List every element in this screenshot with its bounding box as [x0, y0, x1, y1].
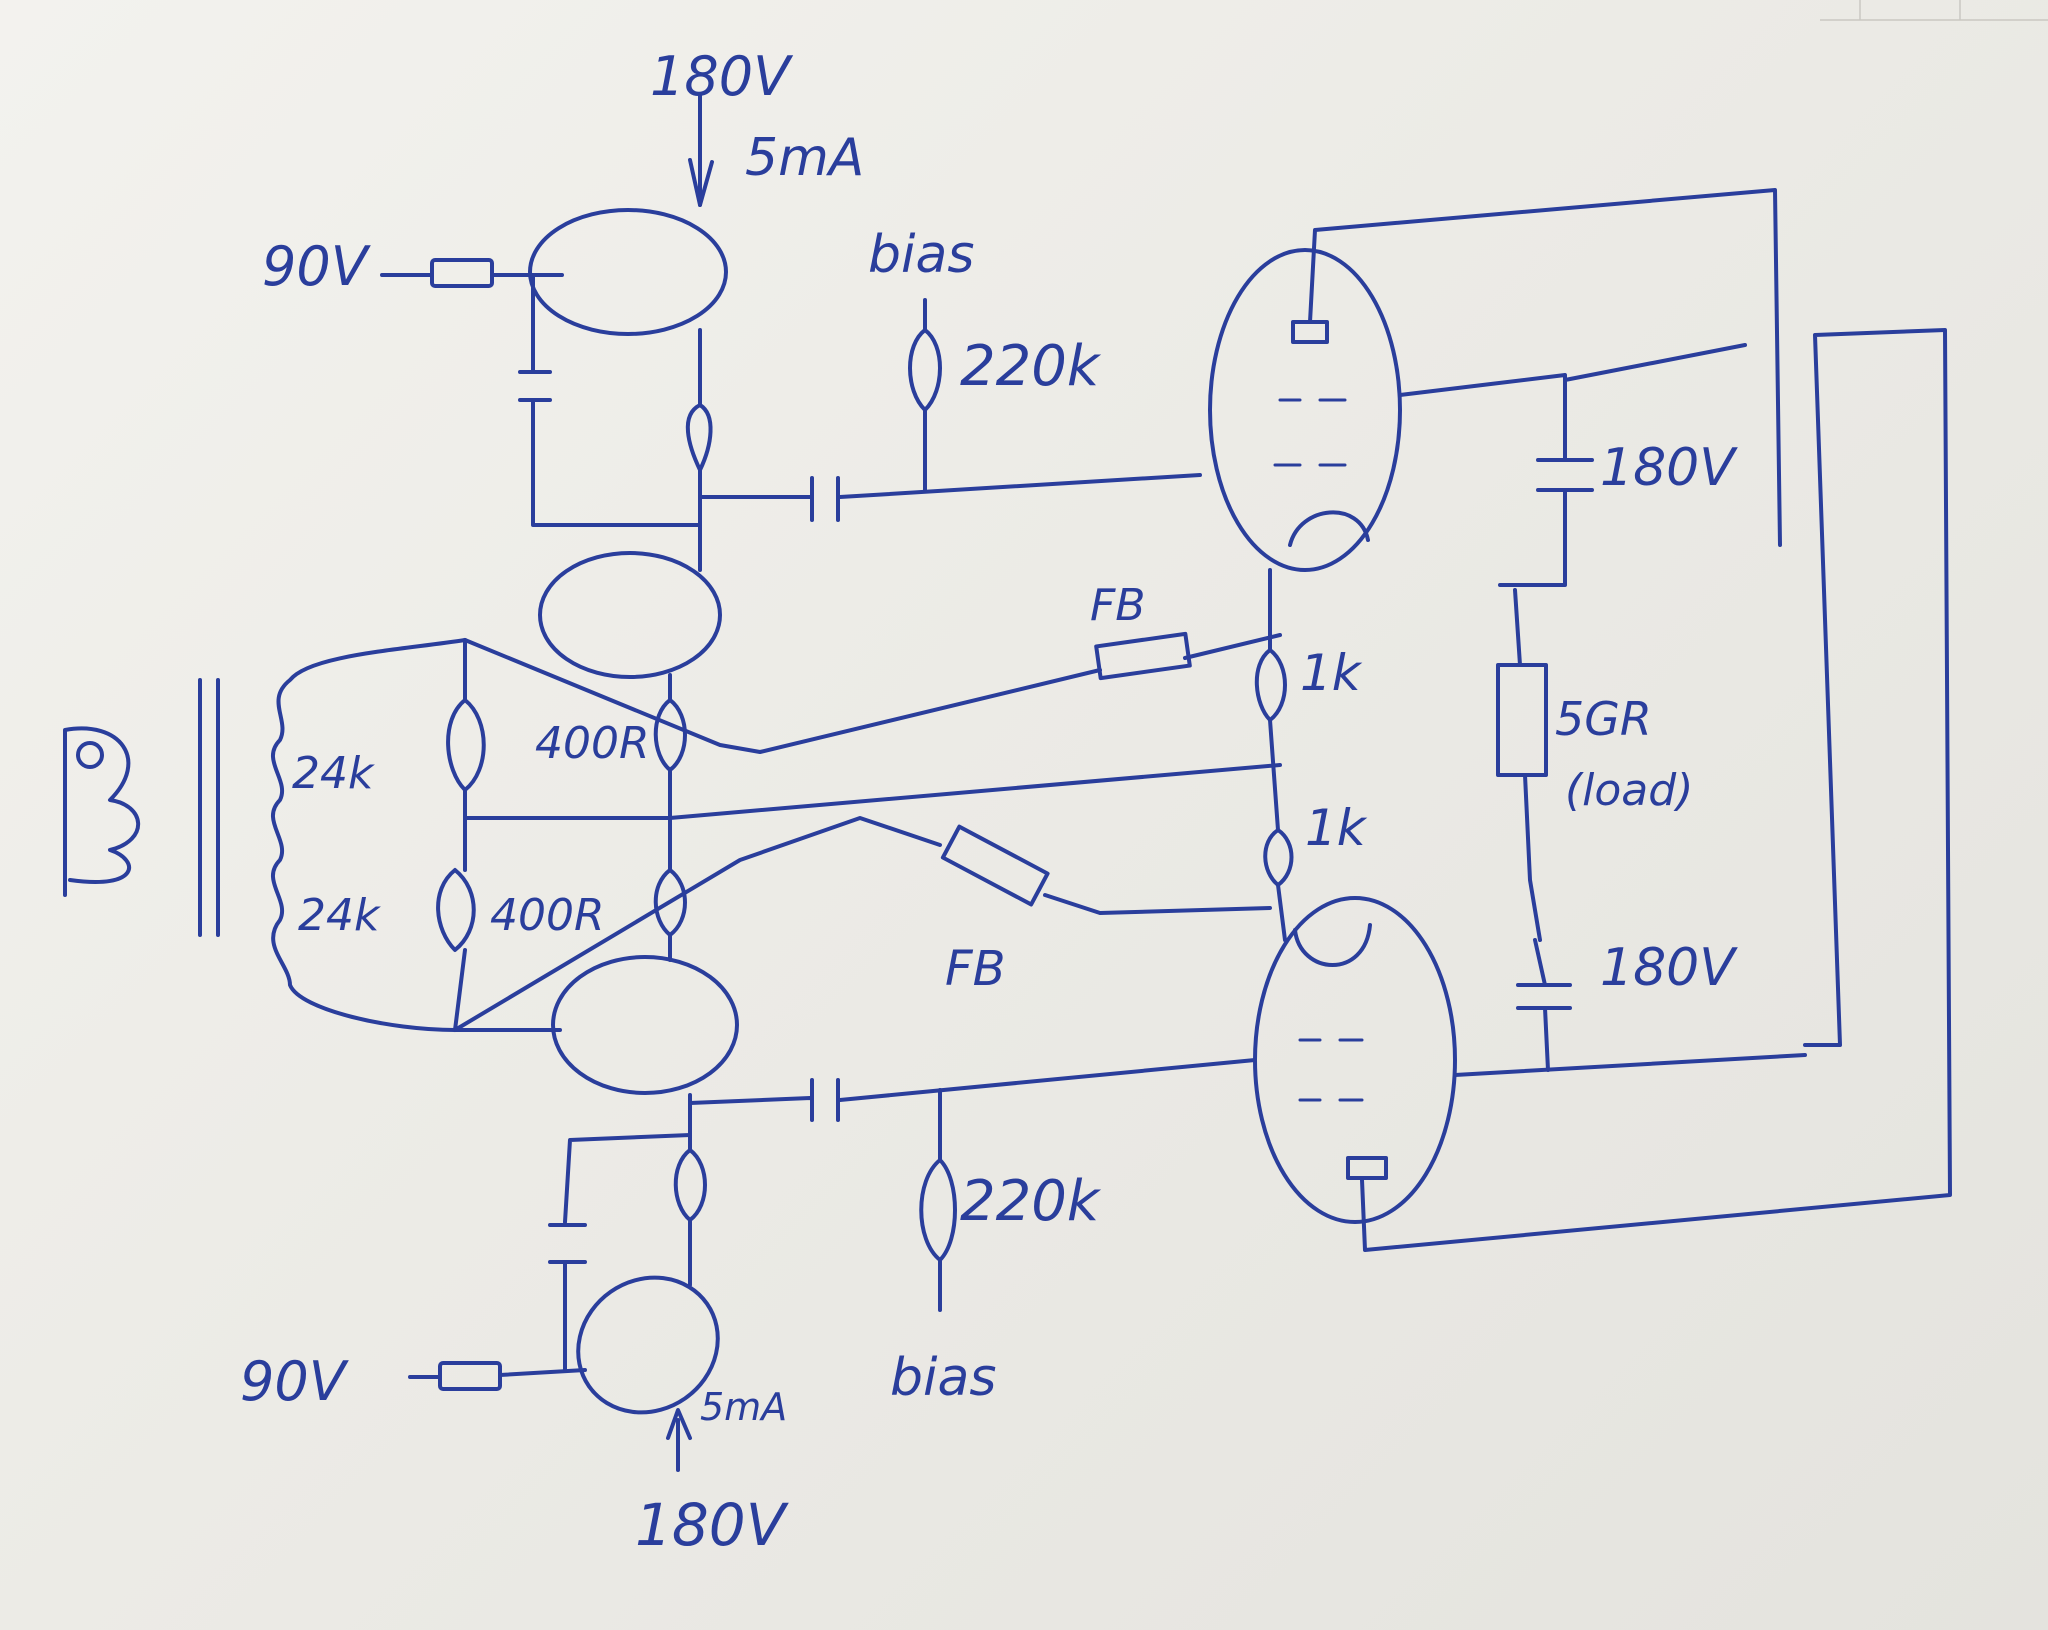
- bottom-output-tube-plate: [1346, 1156, 1388, 1180]
- resistor-400r-upper: [653, 698, 687, 772]
- top-bias-resistor: [908, 298, 942, 492]
- bottom-output-tube-plate-wire: [1360, 328, 1952, 1252]
- bottom-cathode-resistor-label: 1k: [1305, 799, 1368, 857]
- output-cathode-column: [1268, 568, 1287, 942]
- bottom-bias-label: bias: [890, 1348, 996, 1408]
- top-fb-label: FB: [1090, 580, 1146, 631]
- input-coil-dot: [76, 741, 104, 769]
- top-output-tube-plate: [1291, 320, 1329, 344]
- feedback-resistor-lower: [940, 824, 1050, 907]
- bottom-screen-wire: [1453, 1053, 1807, 1077]
- top-output-tube-grids: [1273, 398, 1347, 467]
- resistor-400r-lower-label: 400R: [490, 890, 605, 941]
- bottom-fb-label: FB: [945, 941, 1006, 997]
- input-coil-symbol: [63, 726, 141, 897]
- bottom-grid-input-resistor: [438, 1361, 502, 1391]
- bottom-cathode-resistor: [673, 1148, 707, 1222]
- bottom-screen-voltage-label: 180V: [1600, 938, 1738, 998]
- top-cathode-resistor-label: 1k: [1300, 644, 1363, 702]
- bottom-current-label: 5mA: [700, 1385, 787, 1429]
- top-supply-arrow: [688, 93, 714, 207]
- top-triode: [528, 208, 728, 336]
- top-output-tube-plate-wire: [1308, 188, 1782, 547]
- resistor-24k-upper: [446, 698, 486, 792]
- resistor-400r-upper-label: 400R: [535, 718, 650, 769]
- bottom-output-tube-cathode: [1293, 923, 1372, 967]
- resistor-24k-upper-label: 24k: [292, 748, 375, 799]
- top-supply-voltage-label: 180V: [650, 45, 794, 108]
- top-grid-input-resistor: [430, 258, 494, 288]
- top-screen-cap: [1498, 458, 1594, 587]
- load-wire: [1513, 588, 1542, 942]
- bottom-decoupling-cap: [548, 1133, 692, 1372]
- bottom-coupling-wire: [688, 1058, 1257, 1122]
- bottom-supply-arrow: [666, 1408, 692, 1472]
- top-screen-voltage-label: 180V: [1600, 438, 1738, 498]
- bottom-output-tube-grids: [1298, 1038, 1364, 1102]
- bottom-bias-resistor: [919, 1088, 957, 1312]
- resistor-400r-lower: [653, 868, 687, 937]
- input-transformer-core: [198, 678, 220, 937]
- load-label: 5GR: [1555, 692, 1652, 746]
- bottom-screen-cap: [1516, 938, 1572, 1072]
- bottom-supply-voltage-label: 180V: [635, 1491, 790, 1559]
- resistor-1k-lower: [1263, 828, 1294, 887]
- paper-grid: [1820, 0, 2048, 21]
- bottom-grid-input-wire: [408, 1368, 587, 1379]
- top-output-tube-cathode: [1288, 510, 1370, 547]
- resistor-1k-upper: [1254, 648, 1287, 722]
- bottom-grid-resistor-label: 220k: [960, 1169, 1102, 1234]
- load-note-label: (load): [1565, 765, 1693, 816]
- top-output-tube: [1208, 248, 1402, 572]
- top-grid-resistor-label: 220k: [960, 334, 1102, 399]
- resistor-24k-lower: [436, 868, 476, 952]
- load-resistor: [1496, 663, 1548, 777]
- lower-splitter-triode: [551, 955, 739, 1095]
- input-transformer-winding: [271, 638, 467, 1032]
- top-grid-voltage-label: 90V: [262, 235, 372, 298]
- top-decoupling-cap: [518, 273, 702, 527]
- top-current-label: 5mA: [745, 128, 864, 188]
- top-coupling-cap: [698, 473, 1202, 522]
- splitter-left-rail: [453, 638, 562, 1032]
- top-cathode-resistor: [685, 403, 713, 472]
- feedback-wire-lower: [453, 816, 1272, 1032]
- feedback-wire-upper: [463, 633, 1282, 754]
- upper-splitter-triode: [538, 551, 722, 679]
- bottom-output-tube: [1253, 896, 1457, 1224]
- top-bias-label: bias: [868, 225, 974, 285]
- top-screen-wire: [1398, 373, 1567, 462]
- bottom-triode: [576, 1275, 720, 1415]
- bottom-grid-voltage-label: 90V: [240, 1350, 350, 1413]
- splitter-midpoint-wire: [463, 763, 1282, 820]
- resistor-24k-lower-label: 24k: [298, 890, 381, 941]
- feedback-resistor-upper: [1094, 631, 1192, 681]
- top-output-transformer-wire: [1563, 343, 1747, 382]
